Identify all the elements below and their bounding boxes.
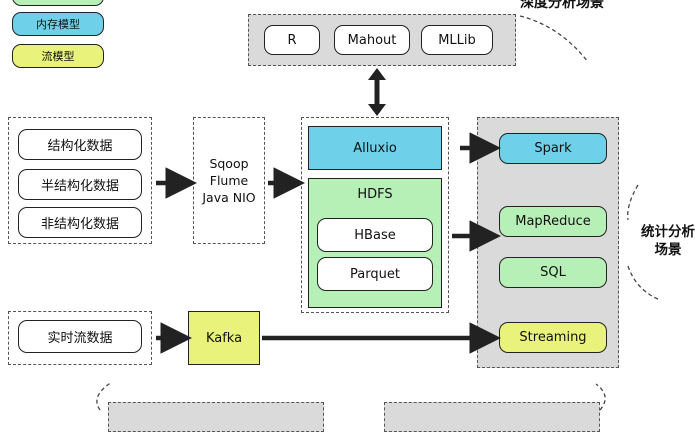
realtime-sources-group bbox=[8, 311, 152, 365]
legend-memory-model: 内存模型 bbox=[12, 12, 104, 36]
arrow-head-down bbox=[368, 104, 386, 116]
tool-mahout: Mahout bbox=[334, 25, 410, 55]
bottom-right-curve bbox=[595, 383, 606, 411]
source-realtime: 实时流数据 bbox=[18, 320, 142, 353]
source-unstructured: 非结构化数据 bbox=[18, 207, 142, 238]
source-semi-structured: 半结构化数据 bbox=[18, 169, 142, 200]
compute-sql: SQL bbox=[499, 257, 607, 288]
source-structured: 结构化数据 bbox=[18, 129, 142, 160]
tool-mllib: MLLib bbox=[421, 25, 493, 55]
bottom-left-curve bbox=[96, 381, 113, 411]
storage-alluxio: Alluxio bbox=[308, 126, 442, 170]
compute-streaming: Streaming bbox=[499, 322, 607, 353]
storage-parquet: Parquet bbox=[317, 257, 433, 291]
deep-analysis-curve bbox=[519, 15, 589, 63]
ingest-flume: Flume bbox=[209, 173, 249, 188]
legend-memory-label: 内存模型 bbox=[36, 18, 80, 31]
storage-hbase: HBase bbox=[317, 218, 433, 252]
batch-sources-group bbox=[8, 117, 152, 244]
legend-stream-label: 流模型 bbox=[41, 50, 75, 63]
arrow-head-up bbox=[368, 68, 386, 80]
compute-mapreduce: MapReduce bbox=[499, 206, 607, 237]
compute-spark: Spark bbox=[499, 133, 607, 164]
stat-analysis-curve-top bbox=[627, 184, 639, 221]
ingest-sqoop: Sqoop bbox=[209, 156, 249, 171]
storage-group bbox=[301, 117, 449, 313]
hdfs-label: HDFS bbox=[357, 187, 393, 202]
connector-layer bbox=[96, 15, 661, 411]
ingest-batch-box: Sqoop Flume Java NIO bbox=[193, 117, 265, 244]
stat-analysis-label: 统计分析 场景 bbox=[641, 224, 695, 258]
ingest-java-nio: Java NIO bbox=[202, 190, 256, 205]
tool-r: R bbox=[264, 25, 320, 55]
stat-analysis-curve-bottom bbox=[627, 265, 661, 301]
ingest-kafka: Kafka bbox=[188, 311, 260, 365]
deep-analysis-label: 深度分析场景 bbox=[520, 0, 604, 11]
legend-stream-model: 流模型 bbox=[12, 44, 104, 68]
